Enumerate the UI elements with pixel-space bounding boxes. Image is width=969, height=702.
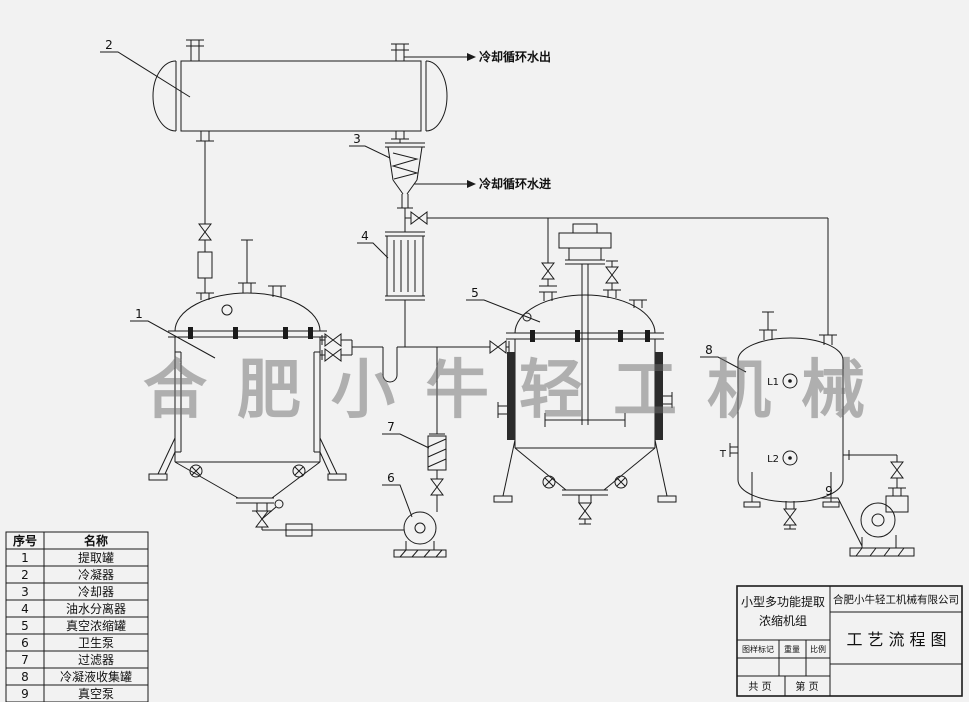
- concentration-tank-vessel: [493, 218, 677, 525]
- equipment-label-4: 4: [361, 229, 369, 243]
- sight-flow-indicator: [285, 523, 313, 537]
- legend-header-no: 序号: [13, 533, 37, 548]
- watermark-text: 合肥小牛轻工机械: [143, 353, 895, 428]
- legend-table-text: 序号 名称 1 提取罐 2 冷凝器 3 冷却器 4 油水分离器 5 真空浓缩罐 …: [13, 533, 132, 701]
- filled-details-layer: [188, 53, 792, 460]
- legend-header-name: 名称: [84, 533, 108, 548]
- level-gauge-l2-label: L2: [767, 454, 779, 465]
- vapor-riser-pipe: [197, 141, 213, 293]
- legend-row-no: 6: [21, 636, 29, 650]
- product-name-line2: 浓缩机组: [759, 613, 807, 628]
- sanitary-pump: [262, 511, 447, 558]
- cooling-water-out-label: 冷却循环水出: [479, 49, 551, 64]
- linework-layer: [5, 39, 963, 702]
- legend-row-name: 真空浓缩罐: [66, 618, 126, 633]
- legend-row-name: 油水分离器: [66, 601, 126, 616]
- weight-label: 重量: [784, 644, 800, 654]
- mark-label: 图样标记: [742, 644, 774, 654]
- collection-tank-vessel: [729, 311, 844, 530]
- equipment-label-3: 3: [353, 132, 361, 146]
- legend-row-no: 3: [21, 585, 29, 599]
- legend-row-name: 冷凝器: [78, 567, 114, 582]
- legend-row-no: 1: [21, 551, 29, 565]
- page-no-label: 第 页: [795, 680, 818, 693]
- vacuum-pump: [843, 450, 915, 557]
- equipment-label-2: 2: [105, 38, 113, 52]
- legend-row-name: 真空泵: [78, 687, 114, 701]
- legend-row-name: 冷却器: [78, 585, 114, 599]
- legend-table-grid: [5, 531, 149, 702]
- equipment-label-7: 7: [387, 420, 395, 434]
- transfer-pipe: [320, 333, 510, 383]
- filter-vessel: [427, 347, 447, 512]
- oil-water-separator-vessel: [385, 208, 425, 347]
- flow-arrow-in: [467, 180, 476, 188]
- title-block-text: 小型多功能提取 浓缩机组 图样标记 重量 比例 共 页 第 页 合肥小牛轻工机械…: [741, 593, 959, 693]
- scale-label: 比例: [810, 644, 826, 654]
- jacket-band-right: [655, 352, 663, 440]
- legend-row-name: 提取罐: [78, 550, 114, 565]
- company-name: 合肥小牛轻工机械有限公司: [833, 593, 959, 606]
- jacket-band-left: [507, 352, 515, 440]
- legend-row-no: 5: [21, 619, 29, 633]
- legend-row-no: 4: [21, 602, 29, 616]
- equipment-label-8: 8: [705, 343, 713, 357]
- vacuum-header-pipe: [405, 211, 829, 335]
- level-gauge-l1-label: L1: [767, 377, 779, 388]
- product-name-line1: 小型多功能提取: [741, 594, 825, 609]
- legend-row-name: 过滤器: [78, 653, 114, 667]
- legend-row-no: 2: [21, 568, 29, 582]
- legend-row-name: 冷凝液收集罐: [60, 669, 132, 684]
- legend-row-no: 8: [21, 670, 29, 684]
- extraction-tank-vessel: [148, 239, 347, 530]
- cooler-vessel: [385, 139, 467, 209]
- legend-row-name: 卫生泵: [78, 636, 114, 650]
- equipment-label-1: 1: [135, 307, 143, 321]
- drawing-title: 工艺流程图: [846, 630, 951, 649]
- cooling-water-in-label: 冷却循环水进: [479, 176, 551, 191]
- u-trap: [382, 347, 398, 383]
- legend-row-no: 9: [21, 687, 29, 701]
- equipment-label-9: 9: [825, 484, 833, 498]
- title-block-grid: [736, 585, 963, 697]
- temp-port-label: T: [719, 449, 727, 460]
- equipment-label-6: 6: [387, 471, 395, 485]
- label-leader-lines: [100, 51, 863, 547]
- flow-arrow-out: [467, 53, 476, 61]
- total-pages-label: 共 页: [748, 681, 771, 693]
- condenser-vessel: [152, 39, 448, 142]
- equipment-label-5: 5: [471, 286, 479, 300]
- text-layer: 冷却循环水出 冷却循环水进 1 2 3 4 5 6 7 8 9 L1 L2 T …: [13, 38, 959, 701]
- legend-row-no: 7: [21, 653, 29, 667]
